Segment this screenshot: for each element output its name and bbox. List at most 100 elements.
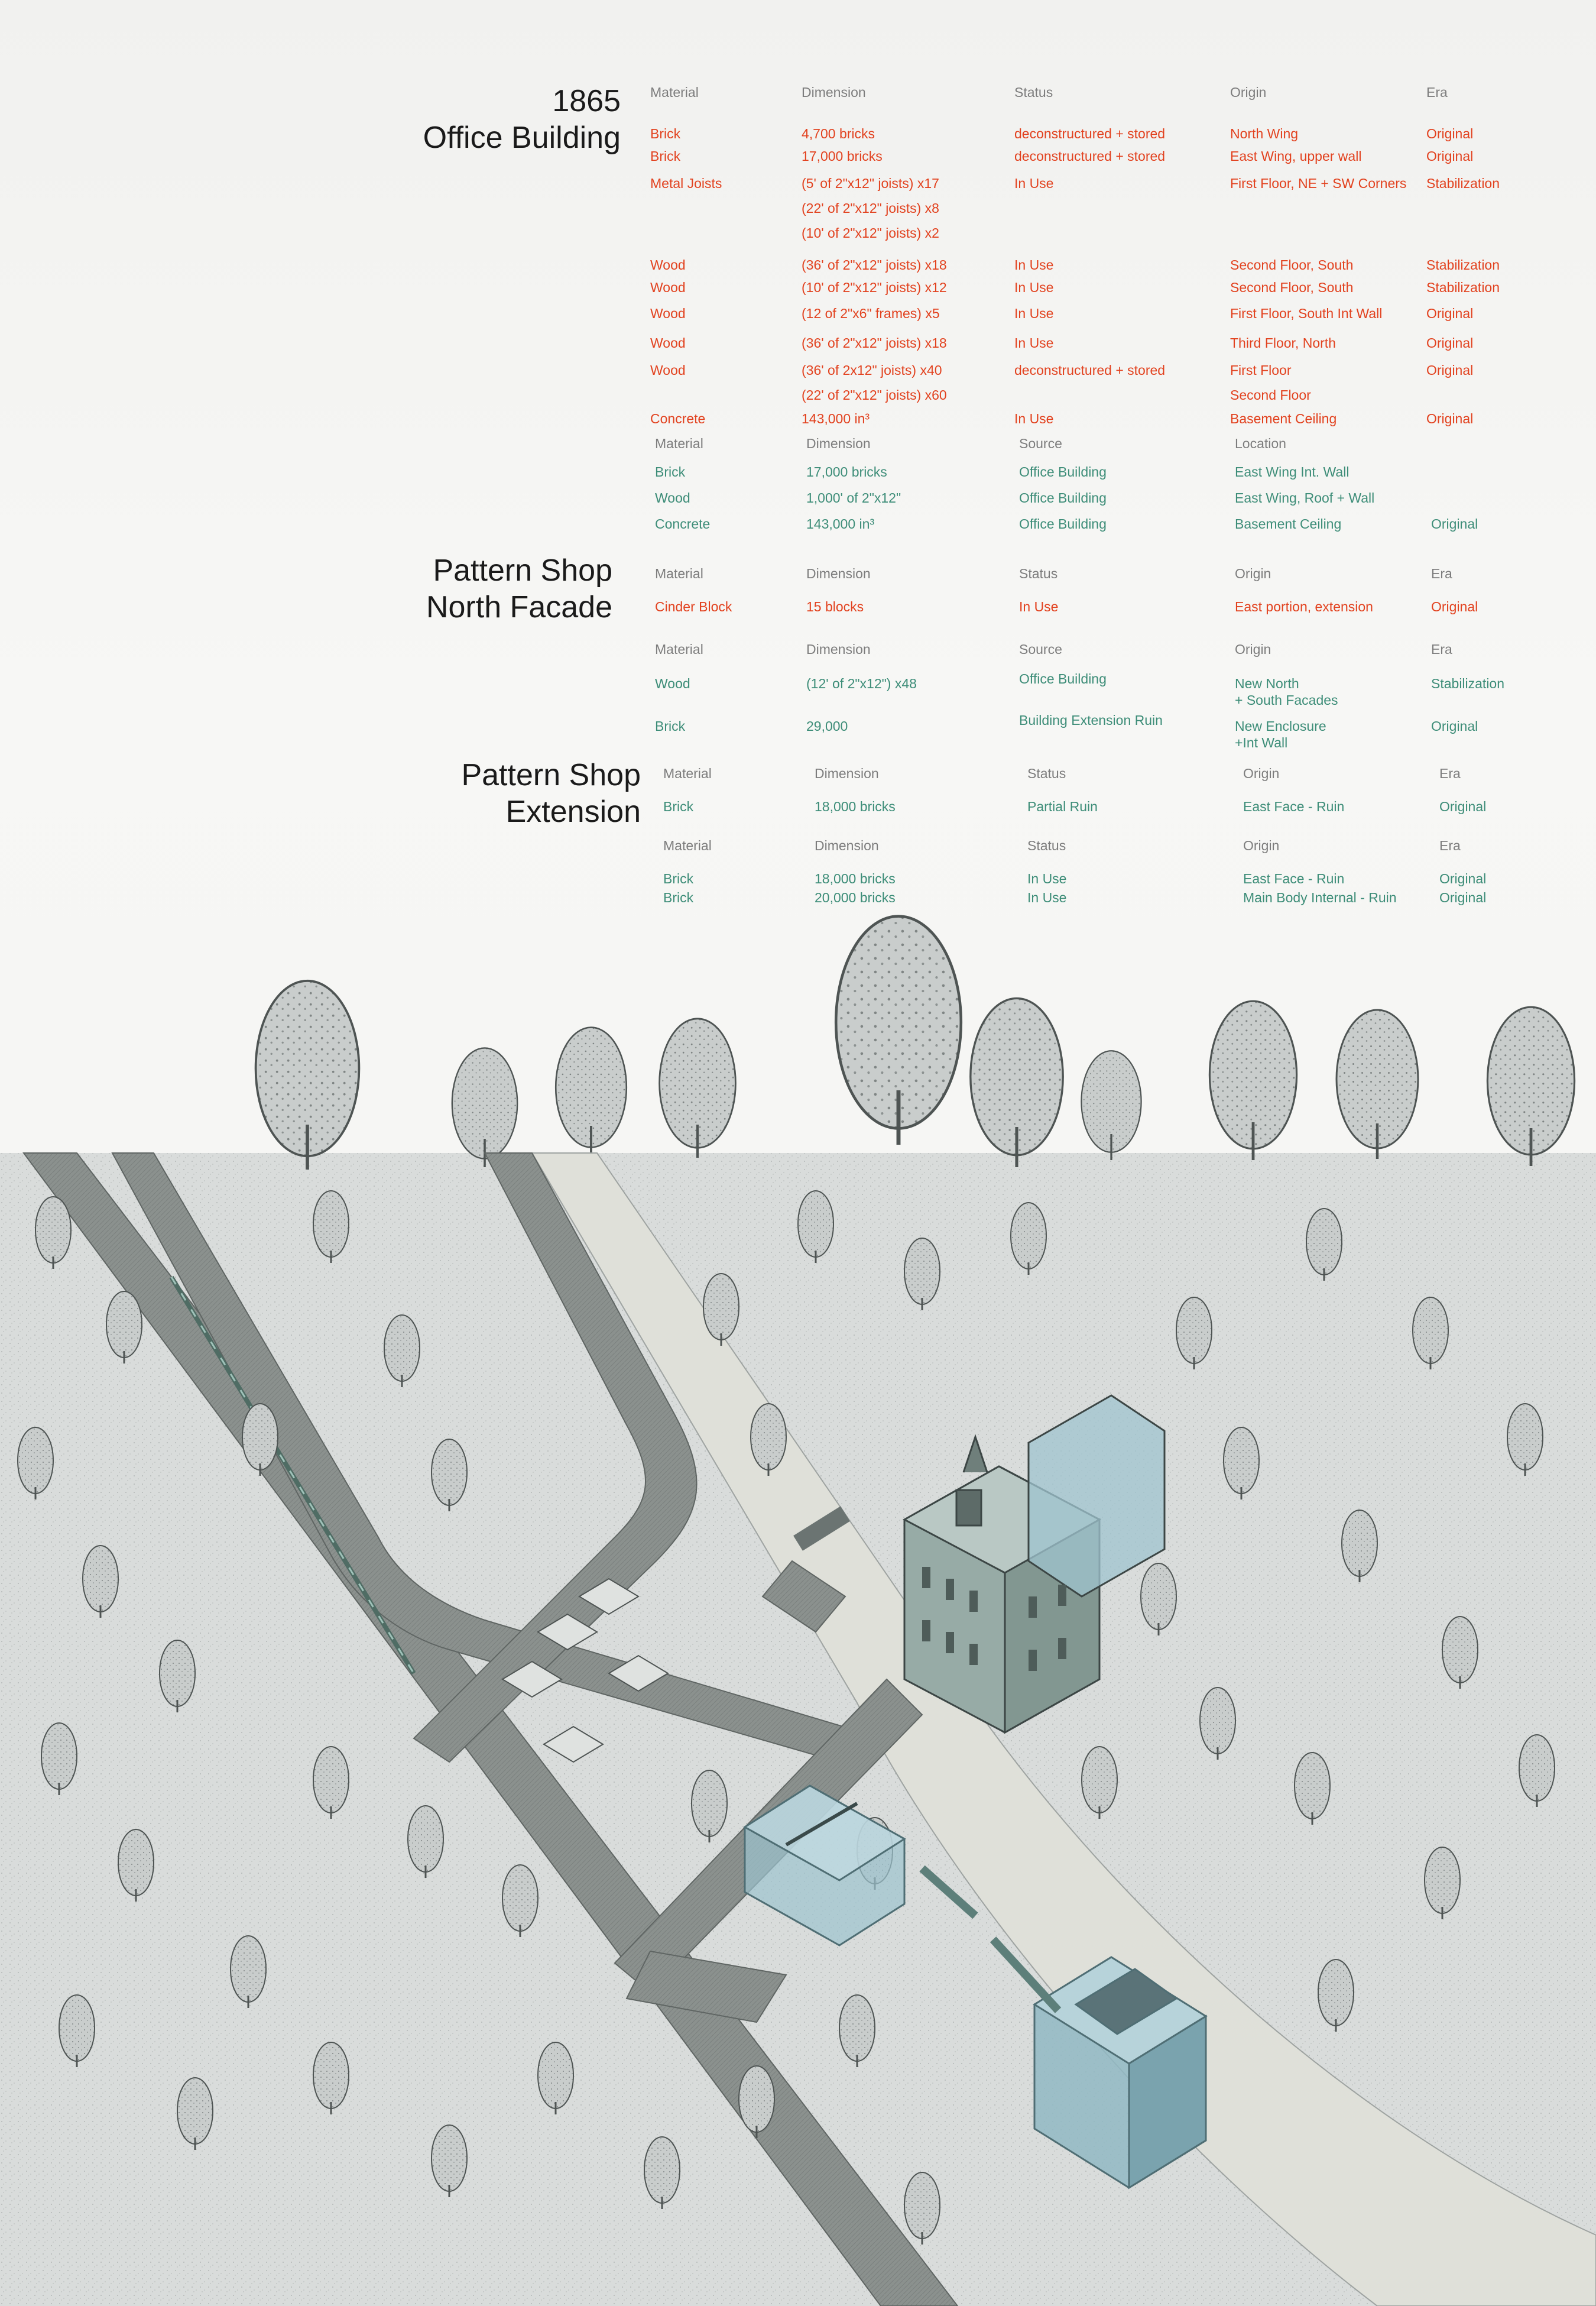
- column-header-dimension: Dimension: [806, 436, 871, 451]
- column-header-era: Era: [1426, 85, 1448, 100]
- cell-era: Original: [1426, 362, 1474, 378]
- column-header-status: Status: [1014, 85, 1053, 100]
- column-header-material: Material: [655, 642, 703, 657]
- cell-material: Wood: [650, 362, 686, 378]
- column-header-origin: Location: [1235, 436, 1286, 451]
- column-header-status: Status: [1019, 566, 1058, 581]
- cell-dimension: 17,000 bricks: [806, 464, 887, 480]
- cell-origin: +Int Wall: [1235, 735, 1288, 750]
- cell-era: Original: [1426, 148, 1474, 164]
- column-header-origin: Origin: [1243, 766, 1280, 781]
- cell-dimension: (22' of 2"x12" joists) x8: [802, 200, 939, 216]
- cell-era: Original: [1426, 126, 1474, 141]
- cell-material: Wood: [655, 490, 690, 506]
- cell-dimension: 17,000 bricks: [802, 148, 883, 164]
- cell-era: Stabilization: [1426, 176, 1500, 191]
- column-header-origin: Origin: [1230, 85, 1267, 100]
- column-header-material: Material: [650, 85, 699, 100]
- cell-dimension: 20,000 bricks: [815, 890, 896, 905]
- cell-material: Brick: [655, 718, 686, 734]
- cell-material: Cinder Block: [655, 599, 732, 614]
- cell-status: In Use: [1014, 280, 1054, 295]
- section-title-line: Pattern Shop: [433, 553, 612, 588]
- cell-dimension: (36' of 2x12" joists) x40: [802, 362, 942, 378]
- cell-status: In Use: [1014, 176, 1054, 191]
- pattern-shop: [1033, 1956, 1208, 2190]
- cell-status: In Use: [1014, 411, 1054, 426]
- cell-dimension: 143,000 in³: [806, 516, 875, 532]
- cell-material: Concrete: [650, 411, 706, 426]
- cell-material: Brick: [663, 890, 694, 905]
- cell-dimension: 18,000 bricks: [815, 799, 896, 814]
- cell-era: Original: [1431, 599, 1478, 614]
- cell-era: Stabilization: [1426, 257, 1500, 273]
- office-building: [902, 1394, 1166, 1734]
- cell-status: Building Extension Ruin: [1019, 712, 1163, 728]
- cell-era: Original: [1431, 718, 1478, 734]
- cell-origin: East portion, extension: [1235, 599, 1373, 614]
- section-title-line: Office Building: [423, 121, 621, 155]
- cell-origin: East Wing Int. Wall: [1235, 464, 1350, 480]
- cell-material: Wood: [650, 306, 686, 321]
- paper-background: [0, 0, 1596, 1153]
- column-header-dimension: Dimension: [806, 642, 871, 657]
- cell-origin: New North: [1235, 676, 1299, 691]
- cell-status: In Use: [1019, 599, 1059, 614]
- cell-dimension: (22' of 2"x12" joists) x60: [802, 387, 947, 403]
- cell-dimension: (36' of 2"x12" joists) x18: [802, 335, 947, 351]
- cell-era: Original: [1426, 306, 1474, 321]
- cell-era: Original: [1439, 799, 1487, 814]
- cell-origin: North Wing: [1230, 126, 1299, 141]
- column-header-era: Era: [1431, 566, 1452, 581]
- cell-origin: First Floor, South Int Wall: [1230, 306, 1383, 321]
- cell-origin: Main Body Internal - Ruin: [1243, 890, 1397, 905]
- cell-origin: Second Floor: [1230, 387, 1311, 403]
- cell-status: Office Building: [1019, 671, 1107, 686]
- column-header-origin: Origin: [1243, 838, 1280, 853]
- section-title-line: Extension: [505, 795, 641, 829]
- cell-status: In Use: [1014, 335, 1054, 351]
- section-title-line: Pattern Shop: [461, 758, 641, 792]
- column-header-material: Material: [663, 838, 712, 853]
- cell-dimension: 143,000 in³: [802, 411, 870, 426]
- column-header-era: Era: [1439, 838, 1461, 853]
- cell-origin: + South Facades: [1235, 692, 1338, 708]
- cell-dimension: (12 of 2"x6" frames) x5: [802, 306, 940, 321]
- pattern-shop-extension: [743, 1784, 906, 1947]
- cell-material: Brick: [650, 148, 681, 164]
- cell-era: Original: [1431, 516, 1478, 532]
- cell-dimension: 29,000: [806, 718, 848, 734]
- cell-status: In Use: [1027, 890, 1067, 905]
- cell-era: Original: [1439, 890, 1487, 905]
- cell-status: deconstructured + stored: [1014, 126, 1166, 141]
- column-header-material: Material: [655, 566, 703, 581]
- column-header-dimension: Dimension: [815, 838, 879, 853]
- cell-status: In Use: [1014, 306, 1054, 321]
- section-title-line: 1865: [552, 84, 621, 118]
- cell-dimension: (12' of 2"x12") x48: [806, 676, 917, 691]
- column-header-origin: Origin: [1235, 566, 1271, 581]
- cell-origin: East Wing, upper wall: [1230, 148, 1362, 164]
- column-header-material: Material: [655, 436, 703, 451]
- cell-dimension: 15 blocks: [806, 599, 864, 614]
- cell-origin: Second Floor, South: [1230, 280, 1354, 295]
- cell-origin: East Face - Ruin: [1243, 871, 1345, 886]
- cell-status: deconstructured + stored: [1014, 148, 1166, 164]
- cell-status: Office Building: [1019, 490, 1107, 506]
- cell-era: Original: [1439, 871, 1487, 886]
- cell-material: Brick: [663, 871, 694, 886]
- cell-status: deconstructured + stored: [1014, 362, 1166, 378]
- cell-era: Original: [1426, 335, 1474, 351]
- cell-material: Wood: [650, 257, 686, 273]
- column-header-era: Era: [1439, 766, 1461, 781]
- cell-material: Brick: [663, 799, 694, 814]
- column-header-dimension: Dimension: [806, 566, 871, 581]
- cell-origin: Third Floor, North: [1230, 335, 1336, 351]
- column-header-status: Status: [1027, 766, 1066, 781]
- cell-status: In Use: [1014, 257, 1054, 273]
- cell-dimension: (10' of 2"x12" joists) x12: [802, 280, 947, 295]
- cell-status: Office Building: [1019, 464, 1107, 480]
- column-header-era: Era: [1431, 642, 1452, 657]
- cell-status: In Use: [1027, 871, 1067, 886]
